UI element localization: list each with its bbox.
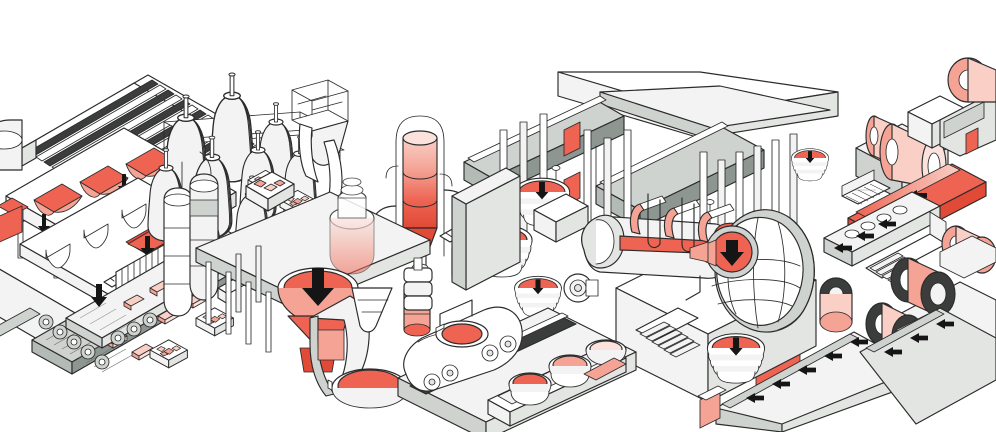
- hall-stair: [635, 307, 701, 358]
- converter-tuyere-pipes: [629, 193, 735, 253]
- section-rolling-mill: [823, 95, 996, 284]
- pour-down-arrow: [302, 268, 334, 306]
- torpedo-car: [403, 299, 523, 392]
- edge-vessel-left: [0, 119, 23, 243]
- pour-runner: [309, 295, 409, 409]
- section-spherical-dome-vessel: [689, 209, 815, 333]
- conveyor-direction-arrow: [91, 284, 107, 307]
- conveyor-rollers: [38, 314, 110, 370]
- section-torpedo-car-line: [397, 299, 637, 432]
- coil-1: [890, 257, 956, 317]
- mesh-catwalk: [841, 169, 891, 205]
- conveyor-rollers-upper: [110, 312, 158, 346]
- ground-walkway-system: [697, 307, 996, 432]
- bellows-stack: [403, 257, 433, 311]
- under-deck-cone: [351, 287, 393, 333]
- section-ladle-pour-station: [195, 177, 433, 409]
- coil-5: [947, 57, 996, 103]
- secondary-glow-vessel: [329, 177, 375, 275]
- edge-conveyor: [0, 307, 41, 337]
- furnace-top-cap: [402, 130, 438, 146]
- furnace-hot-column: [402, 137, 438, 229]
- charge-leg: [298, 123, 319, 183]
- dome-charging-snout: [689, 225, 759, 279]
- dome-trim-arc: [777, 217, 815, 331]
- main-ladle: [277, 267, 359, 373]
- ingot-mould-2: [548, 354, 592, 388]
- converter-drain-pipe: [685, 275, 701, 301]
- ingot-mould-line: [487, 339, 627, 427]
- coil-4: [819, 277, 853, 333]
- motor-flange: [563, 273, 599, 303]
- banded-tower-a: [163, 161, 193, 317]
- ingot-mould-1: [508, 372, 552, 406]
- foreground-accents: [0, 119, 41, 337]
- cabinet-hot-window: [965, 127, 979, 155]
